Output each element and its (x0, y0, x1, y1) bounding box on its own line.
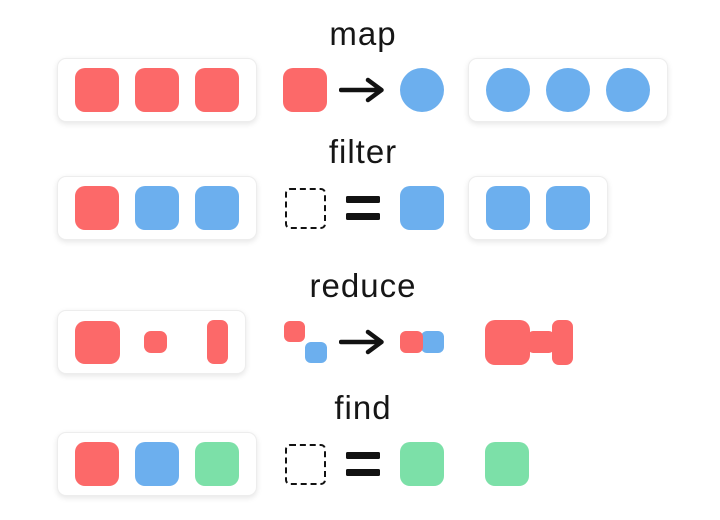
output-array-box (468, 176, 608, 240)
blue-square-shape (195, 186, 239, 230)
blue-circle-shape (486, 68, 530, 112)
red-square-shape (283, 68, 327, 112)
input-column (57, 176, 257, 240)
input-column (57, 432, 257, 496)
green-square-shape (485, 442, 529, 486)
output-column (468, 58, 668, 122)
method-label-filter: filter (328, 133, 398, 170)
red-square-shape (195, 68, 239, 112)
red-square-shape (75, 186, 119, 230)
transform-lhs (283, 443, 327, 485)
blue-square-shape (135, 186, 179, 230)
red-square-shape (75, 68, 119, 112)
output-array-box (468, 58, 668, 122)
output-result (468, 432, 529, 496)
red-square-small-shape (144, 331, 167, 353)
transform-operator (339, 329, 387, 355)
transform-lhs (283, 68, 327, 112)
transform-rhs (400, 442, 444, 486)
equals-icon (346, 452, 380, 476)
red-square-shape (135, 68, 179, 112)
dashed-square-shape (284, 187, 326, 229)
blue-square-shape (546, 186, 590, 230)
transform-rule (283, 58, 444, 122)
blue-circle-shape (400, 68, 444, 112)
input-column (57, 310, 246, 374)
arrow-icon (339, 329, 384, 355)
dashed-square-shape (284, 443, 326, 485)
transform-lhs (283, 321, 327, 363)
red-square-part (400, 331, 423, 353)
row-content (0, 432, 720, 496)
method-label-reduce: reduce (309, 267, 417, 304)
blue-square-shape (135, 442, 179, 486)
row-content (0, 310, 720, 374)
transform-rhs (400, 186, 444, 230)
method-label-map: map (329, 15, 397, 52)
transform-operator (339, 77, 387, 103)
output-column (468, 310, 573, 374)
merged-tall-rect-part (552, 319, 573, 365)
input-array-box (57, 310, 246, 374)
arrow-icon (339, 77, 384, 103)
transform-rule (283, 176, 444, 240)
input-column (57, 58, 257, 122)
merged-big-square-part (485, 319, 530, 365)
red-blue-diagonal-pair-shape (283, 321, 327, 363)
equals-icon (346, 196, 380, 220)
transform-rhs (400, 68, 444, 112)
blue-square-part (304, 342, 327, 363)
input-array-box (57, 176, 257, 240)
red-blue-merged-pair-shape (400, 331, 444, 353)
blue-square-part (421, 331, 444, 353)
row-content (0, 58, 720, 122)
output-result (468, 310, 573, 374)
transform-rhs (400, 331, 444, 353)
blue-circle-shape (546, 68, 590, 112)
transform-operator (339, 452, 387, 476)
output-column (468, 176, 608, 240)
equals-bar (346, 213, 380, 220)
transform-lhs (283, 187, 327, 229)
transform-rule (283, 432, 444, 496)
blue-square-shape (486, 186, 530, 230)
input-array-box (57, 58, 257, 122)
equals-bar (346, 469, 380, 476)
blue-circle-shape (606, 68, 650, 112)
red-square-large-shape (75, 320, 120, 364)
green-square-shape (195, 442, 239, 486)
red-square-shape (75, 442, 119, 486)
row-content (0, 176, 720, 240)
equals-bar (346, 452, 380, 459)
green-square-shape (400, 442, 444, 486)
red-square-part (283, 321, 305, 342)
output-column (468, 432, 529, 496)
transform-rule (283, 310, 444, 374)
merged-connector-part (528, 330, 554, 353)
method-label-find: find (334, 389, 392, 426)
red-rect-tall-shape (207, 320, 228, 364)
equals-bar (346, 196, 380, 203)
blue-square-shape (400, 186, 444, 230)
transform-operator (339, 196, 387, 220)
red-merged-shape-shape (485, 319, 573, 365)
input-array-box (57, 432, 257, 496)
